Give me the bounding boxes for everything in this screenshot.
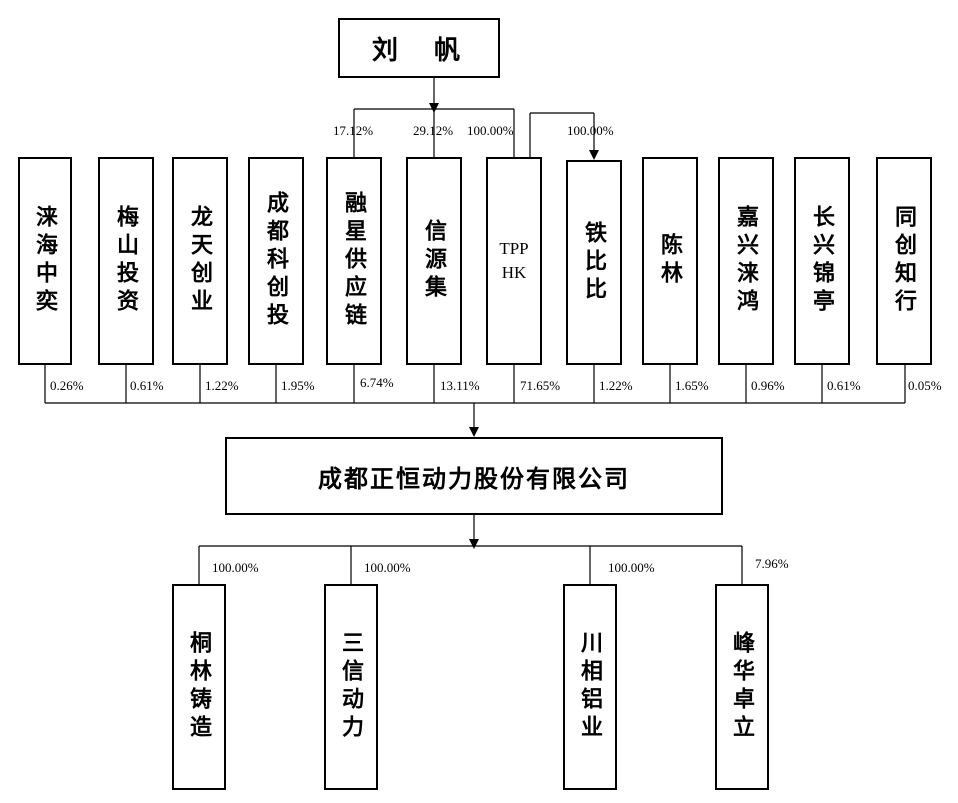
- shareholder-pct: 0.61%: [130, 378, 164, 393]
- shareholder-pct: 0.61%: [827, 378, 861, 393]
- shareholder-pct: 6.74%: [360, 375, 394, 390]
- subsidiary-pct: 100.00%: [608, 560, 655, 575]
- shareholder-box: 龙天创业: [172, 157, 228, 365]
- shareholder-pct: 1.65%: [675, 378, 709, 393]
- controller-box: 刘 帆: [338, 18, 500, 78]
- controller-name: 刘 帆: [371, 35, 467, 66]
- shareholder-name: 同创知行: [891, 205, 917, 317]
- subsidiary-name: 三信动力: [338, 631, 364, 743]
- shareholder-pct: 0.26%: [50, 378, 84, 393]
- shareholder-name: 龙天创业: [187, 205, 213, 317]
- shareholder-name: 涞海中奕: [32, 205, 58, 317]
- subsidiary-name: 桐林铸造: [186, 631, 212, 743]
- shareholder-pct: 13.11%: [440, 378, 480, 393]
- shareholder-name: 信源集: [421, 219, 447, 303]
- shareholder-box: 同创知行: [876, 157, 932, 365]
- shareholder-pct: 71.65%: [520, 378, 561, 393]
- subsidiary-name: 川相铝业: [577, 631, 603, 743]
- shareholder-box: 嘉兴涞鸿: [718, 157, 774, 365]
- shareholder-pct: 1.22%: [205, 378, 239, 393]
- shareholder-name: TPP HK: [499, 239, 529, 282]
- subsidiary-box: 峰华卓立: [715, 584, 769, 790]
- shareholder-name: 嘉兴涞鸿: [733, 205, 759, 317]
- shareholder-box: 陈林: [642, 157, 698, 365]
- shareholder-name: 梅山投资: [113, 205, 139, 317]
- shareholder-box: TPP HK: [486, 157, 542, 365]
- shareholder-box: 长兴锦亭: [794, 157, 850, 365]
- pct-xinyuanji: 29.12%: [413, 123, 454, 138]
- pct-tiebibi: 100.00%: [567, 123, 614, 138]
- subsidiary-box: 桐林铸造: [172, 584, 226, 790]
- subsidiary-box: 三信动力: [324, 584, 378, 790]
- shareholder-name: 成都科创投: [263, 191, 289, 331]
- subsidiary-box: 川相铝业: [563, 584, 617, 790]
- shareholder-box: 信源集: [406, 157, 462, 365]
- shareholder-box: 梅山投资: [98, 157, 154, 365]
- shareholder-box: 涞海中奕: [18, 157, 72, 365]
- shareholder-pct: 1.22%: [599, 378, 633, 393]
- shareholder-box: 铁比比: [566, 160, 622, 365]
- subsidiary-pct: 100.00%: [364, 560, 411, 575]
- shareholder-pct: 0.96%: [751, 378, 785, 393]
- shareholder-pct: 0.05%: [908, 378, 942, 393]
- shareholder-box: 成都科创投: [248, 157, 304, 365]
- shareholder-name: 铁比比: [581, 220, 607, 305]
- shareholder-box: 融星供应链: [326, 157, 382, 365]
- shareholder-name: 陈林: [657, 233, 683, 289]
- shareholder-name: 融星供应链: [341, 191, 367, 331]
- subsidiary-pct: 100.00%: [212, 560, 259, 575]
- company-box: 成都正恒动力股份有限公司: [225, 437, 723, 515]
- subsidiary-name: 峰华卓立: [729, 631, 755, 743]
- pct-rongxing: 17.12%: [333, 123, 374, 138]
- shareholder-name: 长兴锦亭: [809, 205, 835, 317]
- subsidiary-pct: 7.96%: [755, 556, 789, 571]
- shareholder-pct: 1.95%: [281, 378, 315, 393]
- pct-tpp-hk: 100.00%: [467, 123, 514, 138]
- company-name: 成都正恒动力股份有限公司: [318, 463, 630, 493]
